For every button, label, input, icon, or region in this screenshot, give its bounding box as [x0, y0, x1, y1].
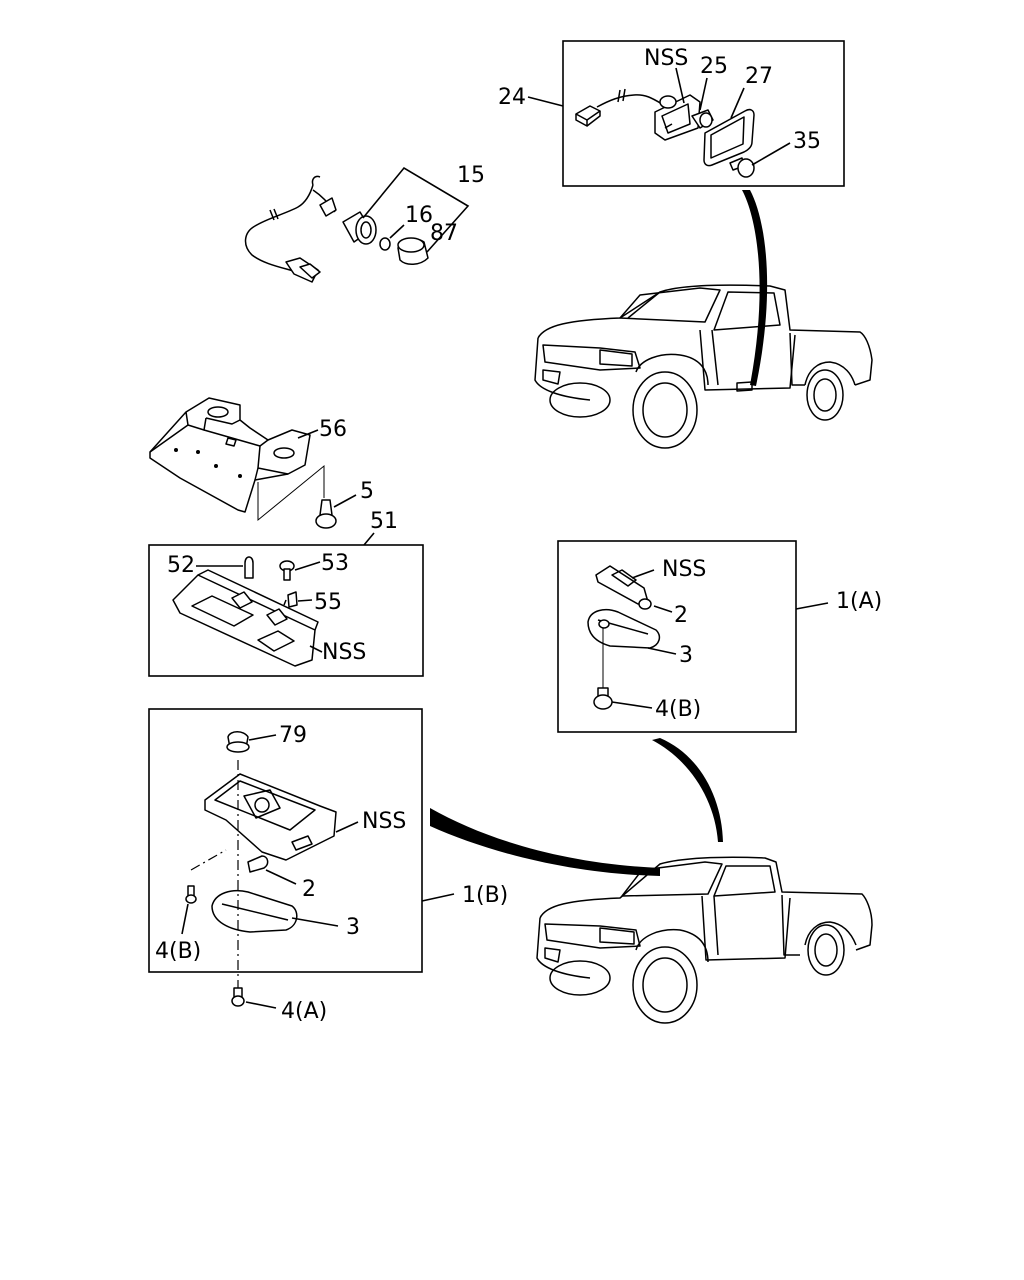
- truck-illustration-bottom: [536, 856, 873, 1024]
- pointer-room-lamp-b: [430, 808, 660, 876]
- license-lamp-group: NSS 25 27 24 35: [498, 40, 845, 187]
- label-87: 87: [430, 221, 458, 246]
- label-3: 3: [346, 915, 360, 940]
- screw-4a: 4(A): [231, 987, 327, 1024]
- label-2: 2: [302, 877, 316, 902]
- label-51: 51: [370, 509, 398, 534]
- label-1a: 1(A): [836, 589, 882, 614]
- license-lamp-box: [562, 40, 845, 187]
- label-16: 16: [405, 203, 433, 228]
- pointer-license-lamp: [742, 190, 768, 386]
- room-lamp-a-group: NSS 2 3 4(B) 1(A): [557, 540, 882, 733]
- label-52: 52: [167, 553, 195, 578]
- socket-harness-group: 15 16 87: [244, 163, 485, 283]
- map-lamp-group: 51 52 53 55 NSS: [148, 509, 424, 677]
- label-27: 27: [745, 64, 773, 89]
- label-4b: 4(B): [155, 939, 201, 964]
- license-lamp-socket: [654, 94, 714, 141]
- room-lamp-a-box: [557, 540, 797, 733]
- label-4b: 4(B): [655, 697, 701, 722]
- screw-5: [315, 499, 337, 529]
- license-lamp-screw: [729, 157, 755, 178]
- truck-illustration-top: [534, 284, 873, 449]
- label-4a: 4(A): [281, 999, 327, 1024]
- label-79: 79: [279, 723, 307, 748]
- label-24: 24: [498, 85, 526, 110]
- license-lamp-lens: [703, 108, 755, 167]
- label-35: 35: [793, 129, 821, 154]
- label-nss: NSS: [322, 640, 366, 665]
- label-5: 5: [360, 479, 374, 504]
- license-lamp-harness: [575, 88, 663, 127]
- label-nss: NSS: [644, 46, 688, 71]
- map-lamp-box: [148, 544, 424, 677]
- room-lamp-b-group: 79 NSS 2 3 4(B) 1(B): [148, 708, 508, 1000]
- label-53: 53: [321, 551, 349, 576]
- label-nss: NSS: [662, 557, 706, 582]
- pointer-room-lamp-a: [652, 738, 723, 842]
- label-56: 56: [319, 417, 347, 442]
- bracket-group: 56 5: [149, 397, 374, 529]
- label-15: 15: [457, 163, 485, 188]
- label-55: 55: [314, 590, 342, 615]
- room-lamp-b-box: [148, 708, 423, 973]
- label-nss: NSS: [362, 809, 406, 834]
- label-3: 3: [679, 643, 693, 668]
- label-1b: 1(B): [462, 883, 508, 908]
- label-2: 2: [674, 603, 688, 628]
- label-25: 25: [700, 54, 728, 79]
